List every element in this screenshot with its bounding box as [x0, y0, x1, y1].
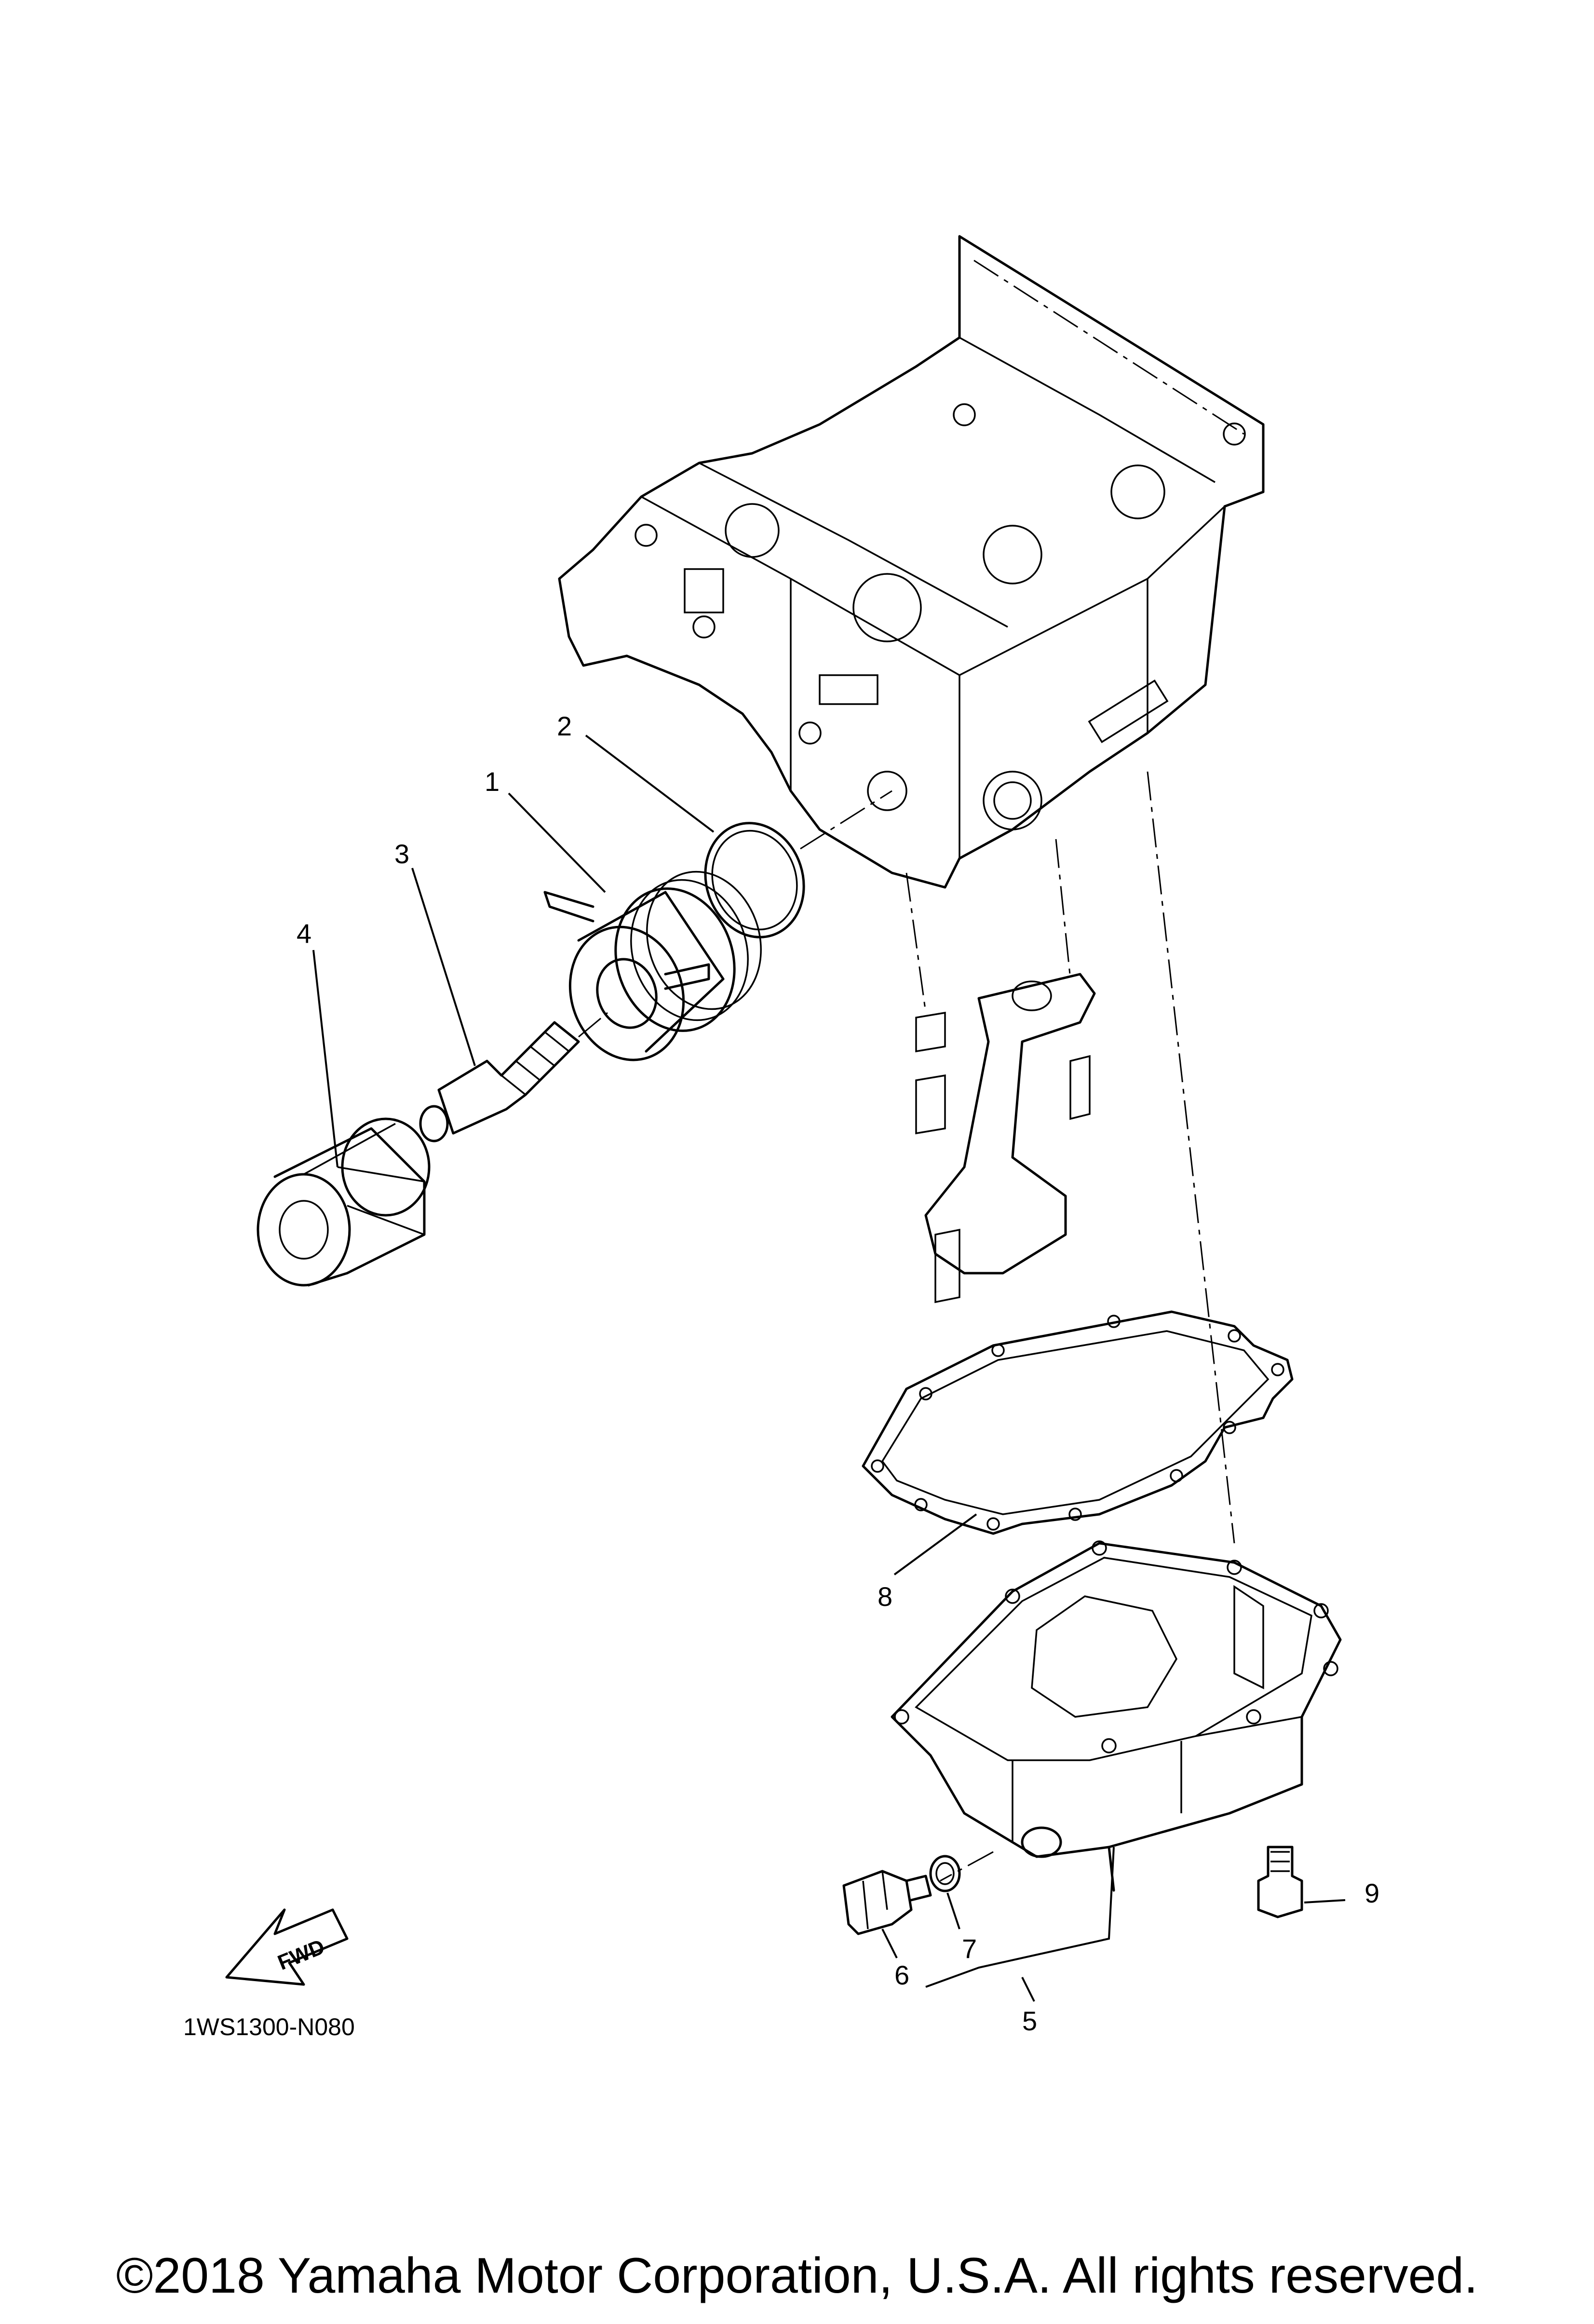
union-bolt-drawing — [419, 1012, 608, 1142]
crankcase-drawing — [558, 235, 1265, 889]
label-part-7: 7 — [962, 1933, 977, 1964]
label-part-9: 9 — [1364, 1878, 1379, 1908]
label-part-8: 8 — [878, 1581, 892, 1612]
gasket-drawing — [862, 1310, 1294, 1535]
oil-strainer-drawing — [905, 771, 1235, 1544]
label-part-6: 6 — [894, 1960, 909, 1990]
fwd-arrow-icon: FWD — [225, 1908, 349, 1986]
oil-filter-drawing — [257, 1117, 431, 1287]
drain-gasket-drawing — [929, 1855, 961, 1892]
oil-pan-drawing — [891, 1540, 1342, 1892]
drain-bolt-drawing — [842, 1870, 932, 1935]
label-part-5: 5 — [1022, 2006, 1037, 2036]
fwd-label: FWD — [274, 1935, 328, 1975]
bolt-drawing — [1257, 1846, 1303, 1918]
o-ring-drawing — [704, 790, 892, 938]
callout-leaders — [312, 734, 1346, 2002]
label-part-1: 1 — [485, 766, 500, 797]
label-part-3: 3 — [394, 839, 409, 869]
oil-cooler-drawing — [543, 870, 762, 1061]
diagram-code: 1WS1300-N080 — [183, 2013, 355, 2040]
label-part-4: 4 — [297, 918, 311, 949]
label-part-2: 2 — [557, 711, 572, 741]
copyright-notice: ©2018 Yamaha Motor Corporation, U.S.A. A… — [116, 2248, 1478, 2304]
